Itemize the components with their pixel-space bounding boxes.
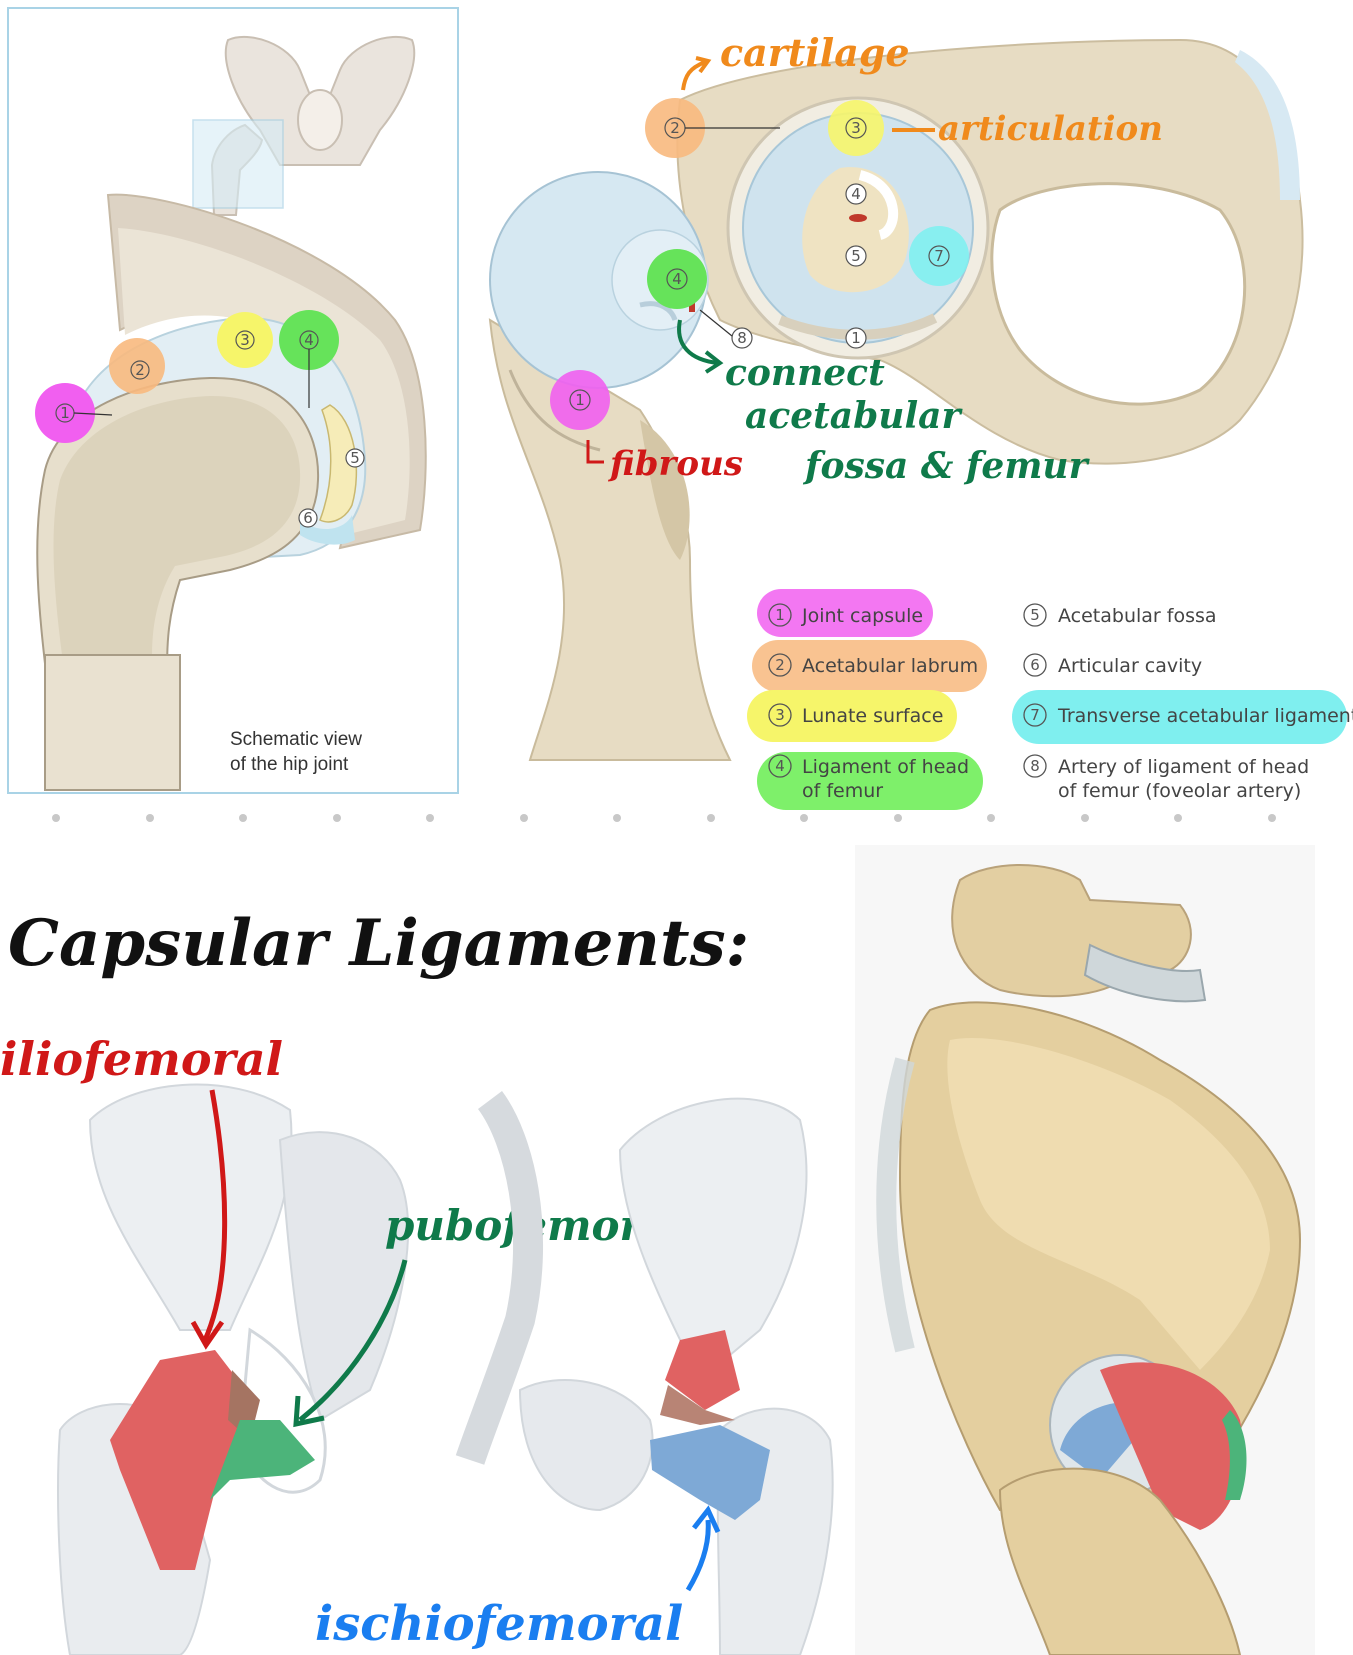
iliofemoral-ligament-lateral [1100, 1362, 1243, 1530]
marker-4-highlight [279, 310, 339, 370]
marker-3: 3 [240, 331, 250, 349]
marker-3-highlight-detail [828, 100, 884, 156]
marker-5: 5 [350, 449, 360, 467]
anterior-pelvis-view [57, 1083, 410, 1655]
annotation-articulation: articulation [938, 109, 1163, 149]
pubofemoral-arrow [298, 1259, 408, 1422]
legend-num-8: 8 [1030, 757, 1040, 775]
schematic-panel: 1 2 3 4 5 6 Schematic view of the hip jo… [7, 7, 459, 794]
legend-label-2: Acetabular labrum [802, 655, 978, 677]
section-title: Capsular Ligaments: [8, 906, 749, 981]
iliofemoral-ligament-posterior [665, 1330, 740, 1410]
hip-detail-illustration: 2 3 4 5 7 4 8 1 1 cartilage articulation [488, 30, 1304, 761]
marker-3-highlight [217, 312, 273, 368]
annotation-cartilage: cartilage [720, 30, 910, 75]
marker-1-highlight-detail [550, 370, 610, 430]
legend-num-3: 3 [775, 706, 785, 724]
label-ischiofemoral: ischiofemoral [315, 1596, 683, 1652]
legend-num-7: 7 [1030, 706, 1040, 724]
cartilage-arrow [681, 60, 706, 91]
legend-2-highlight [752, 640, 987, 692]
label-iliofemoral: iliofemoral [0, 1032, 283, 1086]
detail-marker-2: 2 [670, 119, 680, 137]
legend-label-8: Artery of ligament of head [1058, 756, 1309, 778]
iliofemoral-ligament-anterior [110, 1350, 240, 1570]
fibrous-arrow [586, 440, 604, 464]
schematic-markers: 1 2 3 4 5 6 [55, 330, 365, 528]
marker-2-highlight-detail [645, 98, 705, 158]
marker-1-highlight [35, 383, 95, 443]
iliofemoral-arrow [202, 1089, 228, 1342]
detail-marker-4-upper: 4 [851, 185, 861, 203]
legend-label-4b: of femur [802, 780, 883, 802]
legend-num-5: 5 [1030, 606, 1040, 624]
detail-marker-8: 8 [737, 329, 747, 347]
detail-marker-4: 4 [672, 270, 682, 288]
lateral-hip-view [855, 845, 1315, 1655]
annotation-connect-3: fossa & femur [802, 445, 1091, 487]
legend-num-4: 4 [775, 757, 785, 775]
ischiofemoral-arrow [685, 1519, 711, 1592]
legend-label-8b: of femur (foveolar artery) [1058, 780, 1301, 802]
legend-label-4: Ligament of head [802, 756, 969, 778]
dotted-separator [52, 814, 1276, 822]
schematic-caption-line2: of the hip joint [230, 754, 349, 775]
legend-num-1: 1 [775, 606, 785, 624]
legend-label-7: Transverse acetabular ligament [1057, 705, 1353, 727]
legend-label-1: Joint capsule [801, 605, 923, 627]
marker-6: 6 [303, 509, 313, 527]
acetabular-fossa [802, 167, 909, 293]
legend-label-3: Lunate surface [802, 705, 943, 727]
zoom-box [192, 119, 284, 209]
posterior-pelvis-view [455, 1091, 834, 1655]
annotation-fibrous: fibrous [607, 444, 743, 484]
marker-2-highlight [109, 338, 165, 394]
detail-marker-3: 3 [851, 119, 861, 137]
marker-4-highlight-detail [647, 249, 707, 309]
connect-arrow [677, 319, 719, 365]
legend-4-highlight [757, 752, 983, 810]
legend-1-highlight [757, 589, 933, 637]
marker-2: 2 [135, 361, 145, 379]
detail-markers: 2 3 4 5 7 4 8 1 1 [569, 117, 950, 411]
legend: 1 Joint capsule 2 Acetabular labrum 3 Lu… [747, 589, 1353, 810]
legend-3-highlight [747, 690, 957, 742]
detail-marker-7: 7 [934, 247, 944, 265]
detail-marker-5: 5 [851, 247, 861, 265]
marker-4: 4 [304, 331, 314, 349]
pubofemoral-ligament [210, 1420, 315, 1500]
ischiofemoral-ligament [650, 1425, 770, 1520]
marker-1: 1 [60, 404, 70, 422]
legend-label-5: Acetabular fossa [1058, 605, 1217, 627]
legend-label-6: Articular cavity [1058, 655, 1202, 677]
annotation-connect-2: acetabular [745, 395, 963, 437]
annotation-connect-1: connect [725, 352, 885, 394]
legend-num-6: 6 [1030, 656, 1040, 674]
marker-7-highlight-detail [909, 226, 969, 286]
schematic-caption-line1: Schematic view [230, 729, 362, 750]
detail-marker-1: 1 [575, 391, 585, 409]
legend-7-highlight [1012, 690, 1347, 744]
legend-num-2: 2 [775, 656, 785, 674]
detail-marker-1-lower: 1 [851, 329, 861, 347]
